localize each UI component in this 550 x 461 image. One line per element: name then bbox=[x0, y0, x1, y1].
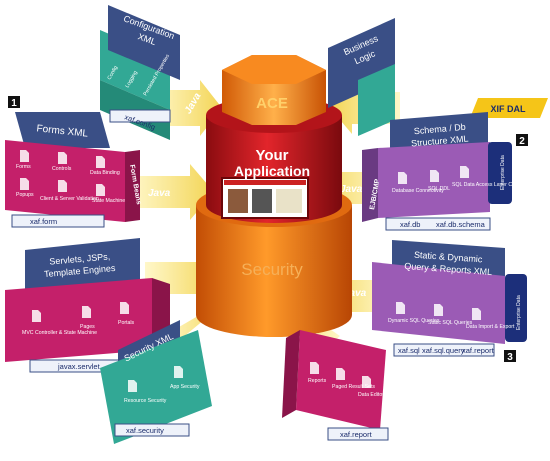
document-icon bbox=[58, 152, 67, 164]
document-icon bbox=[58, 180, 67, 192]
core-stack bbox=[196, 55, 352, 337]
document-icon bbox=[120, 302, 129, 314]
badge-3 bbox=[504, 350, 516, 362]
schema-code-db: xaf.db bbox=[400, 220, 420, 229]
forms-item-forms: Forms bbox=[16, 164, 31, 170]
security-code: xaf.security bbox=[126, 426, 164, 435]
badge-3-text: 3 bbox=[507, 352, 513, 363]
document-icon bbox=[362, 376, 371, 388]
badge-2 bbox=[516, 134, 528, 146]
document-icon bbox=[174, 366, 183, 378]
document-icon bbox=[396, 302, 405, 314]
query-title-1: Static & Dynamic bbox=[414, 250, 484, 265]
document-icon bbox=[20, 178, 29, 190]
badge-1 bbox=[8, 96, 20, 108]
query-tab-label: Enterprise Data bbox=[516, 295, 522, 330]
document-icon bbox=[32, 310, 41, 322]
reports-item-paged: Paged Result Sets bbox=[332, 384, 375, 390]
forms-item-controls: Controls bbox=[52, 166, 72, 172]
security-label: Security bbox=[241, 260, 303, 279]
document-icon bbox=[20, 150, 29, 162]
schema-title-2: Structure XML bbox=[411, 134, 469, 149]
document-icon bbox=[128, 380, 137, 392]
reports-code: xaf.report bbox=[340, 430, 373, 439]
security-item-resource: Resource Security bbox=[124, 398, 167, 404]
module-configuration bbox=[100, 5, 180, 140]
document-icon bbox=[310, 362, 319, 374]
badge-2-text: 2 bbox=[519, 136, 525, 147]
java-label-schema: Java bbox=[340, 184, 363, 195]
module-query bbox=[372, 240, 527, 357]
document-icon bbox=[96, 156, 105, 168]
forms-title: Forms XML bbox=[36, 123, 89, 139]
document-icon bbox=[96, 184, 105, 196]
reports-item-reports: Reports bbox=[308, 378, 327, 384]
module-security bbox=[100, 320, 212, 444]
forms-item-state: State Machine bbox=[92, 198, 125, 204]
query-code-report: xaf.report bbox=[462, 346, 495, 355]
java-label-forms: Java bbox=[148, 188, 171, 199]
badge-1-text: 1 bbox=[11, 98, 17, 109]
security-item-app: App Security bbox=[170, 384, 200, 390]
document-icon bbox=[398, 172, 407, 184]
query-item-import: Data Import & Export bbox=[466, 324, 515, 330]
schema-tab-label: Enterprise Data bbox=[500, 155, 506, 190]
forms-item-popups: Popups bbox=[16, 192, 34, 198]
query-code-query: xaf.sql.query bbox=[422, 346, 465, 355]
schema-item-ddl: SQL DDL bbox=[428, 186, 450, 192]
servlets-code: javax.servlet bbox=[57, 362, 101, 371]
forms-code: xaf.form bbox=[30, 217, 57, 226]
reports-item-editors: Data Editors bbox=[358, 392, 387, 398]
your-label: Your bbox=[255, 147, 288, 164]
module-business bbox=[328, 18, 395, 136]
schema-code-schema: xaf.db.schema bbox=[436, 220, 486, 229]
xif-dal-label: XIF DAL bbox=[491, 104, 527, 114]
servlets-item-pages: Pages bbox=[80, 324, 95, 330]
application-label: Application bbox=[234, 163, 310, 179]
arrow-forms bbox=[130, 164, 214, 220]
forms-item-binding: Data Binding bbox=[90, 170, 120, 176]
document-icon bbox=[430, 170, 439, 182]
java-label-query: Java bbox=[344, 288, 367, 299]
query-item-dynamic: Dynamic SQL Queries bbox=[388, 318, 440, 324]
schema-item-connectivity: Database Connectivity bbox=[392, 188, 444, 194]
ace-label: ACE bbox=[256, 95, 288, 112]
schema-title-1: Schema / Db bbox=[413, 122, 466, 136]
document-icons bbox=[20, 150, 481, 392]
document-icon bbox=[472, 308, 481, 320]
schema-item-classes: SQL Data Access Layer Classes bbox=[452, 182, 527, 188]
document-icon bbox=[336, 368, 345, 380]
forms-item-validation: Client & Server Validation bbox=[40, 196, 99, 202]
query-code-sql: xaf.sql bbox=[398, 346, 420, 355]
document-icon bbox=[82, 306, 91, 318]
query-item-static: Static SQL Queries bbox=[428, 320, 473, 326]
document-icon bbox=[434, 304, 443, 316]
xif-dal-tag bbox=[470, 98, 548, 118]
servlets-item-mvc: MVC Controller & State Machine bbox=[22, 330, 97, 336]
module-servlets bbox=[5, 238, 170, 373]
document-icon bbox=[460, 166, 469, 178]
servlets-item-portals: Portals bbox=[118, 320, 135, 326]
